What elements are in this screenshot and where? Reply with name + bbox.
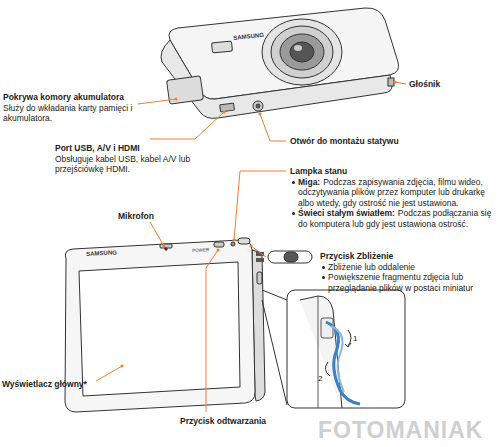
text-line: Otwór do montażu statywu <box>290 136 490 147</box>
callout-heading: Otwór do montażu statywu <box>290 136 399 146</box>
text-line: Pokrywa komory akumulatora <box>3 92 143 103</box>
text-line: Port USB, A/V i HDMI <box>55 143 205 154</box>
callout-number: 1 <box>353 334 357 343</box>
leader-lines <box>96 82 406 412</box>
text-line: Obsługuje kabel USB, kabel A/V lub przej… <box>55 154 205 175</box>
callout-group: Głośnik <box>409 79 489 90</box>
callout-heading: Miga: <box>298 177 320 187</box>
camera-top <box>161 8 399 118</box>
callout-heading: Przycisk Zbliżenie <box>320 251 393 261</box>
bullet-item: Świeci stałym światłem:Podczas podłączan… <box>290 208 495 229</box>
bullet-dot <box>292 212 295 215</box>
callout-text: Obsługuje kabel USB, kabel A/V lub przej… <box>55 154 190 175</box>
callout-group: Mikrofon <box>118 211 178 222</box>
bullet-item: Zbliżenie lub oddalenie <box>320 262 492 273</box>
bullet-dot <box>322 266 325 269</box>
callout-heading: Lampka stanu <box>290 166 347 176</box>
callout-group: Przycisk odtwarzania <box>180 416 310 427</box>
bullet-item: Powiększenie fragmentu zdjęcia lub przeg… <box>320 272 492 293</box>
bullet-item: Miga:Podczas zapisywania zdjęcia, filmu … <box>290 177 495 209</box>
callout-heading: Wyświetlacz główny* <box>2 379 87 389</box>
callout-text: Służy do wkładania karty pamięci i akumu… <box>3 103 132 124</box>
callout-heading: Głośnik <box>409 79 440 89</box>
bullet-dot <box>292 181 295 184</box>
text-line: Lampka stanu <box>290 166 495 177</box>
callout-group: Otwór do montażu statywu <box>290 136 490 147</box>
callout-heading: Przycisk odtwarzania <box>180 416 266 426</box>
callout-group: Pokrywa komory akumulatoraSłuży do wkład… <box>3 92 143 124</box>
camera-back <box>65 238 265 412</box>
device-print: POWER <box>192 247 209 253</box>
callout-text: Powiększenie fragmentu zdjęcia lub przeg… <box>328 272 473 293</box>
callout-group: Wyświetlacz główny* <box>2 379 112 390</box>
callout-group: Lampka stanuMiga:Podczas zapisywania zdj… <box>290 166 495 229</box>
callout-heading: Port USB, A/V i HDMI <box>55 143 140 153</box>
text-line: Przycisk odtwarzania <box>180 416 310 427</box>
strap-inset <box>262 290 405 408</box>
text-line: Mikrofon <box>118 211 178 222</box>
text-line: Przycisk Zbliżenie <box>320 251 492 262</box>
callout-heading: Pokrywa komory akumulatora <box>3 92 124 102</box>
watermark: FOTOMANIAK <box>318 417 483 444</box>
text-line: Służy do wkładania karty pamięci i akumu… <box>3 103 143 124</box>
callout-group: Port USB, A/V i HDMIObsługuje kabel USB,… <box>55 143 205 175</box>
zoom-switch-icon <box>256 251 312 263</box>
callout-text: Zbliżenie lub oddalenie <box>328 262 415 272</box>
callout-heading: Świeci stałym światłem: <box>298 208 395 218</box>
callout-group: Przycisk ZbliżenieZbliżenie lub oddaleni… <box>320 251 492 293</box>
text-line: Głośnik <box>409 79 489 90</box>
callout-heading: Mikrofon <box>118 211 154 221</box>
callout-text: Podczas zapisywania zdjęcia, filmu wideo… <box>298 177 485 208</box>
text-line: Wyświetlacz główny* <box>2 379 112 390</box>
bullet-dot <box>322 276 325 279</box>
callout-number: 2 <box>318 374 322 383</box>
